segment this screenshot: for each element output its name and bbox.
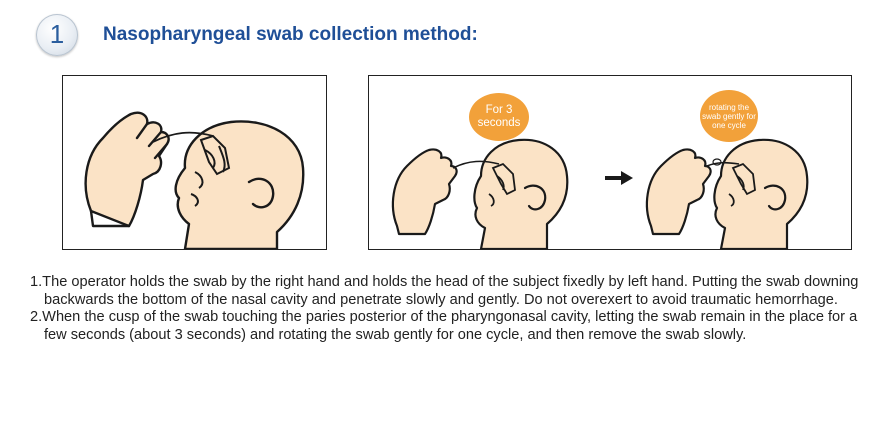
step-number: 1	[49, 19, 65, 49]
instruction-step-1: 1.The operator holds the swab by the rig…	[30, 274, 859, 308]
illustration-panel-insertion	[62, 75, 327, 250]
page-title: Nasopharyngeal swab collection method:	[103, 24, 478, 45]
instruction-step-2: 2.When the cusp of the swab touching the…	[30, 309, 858, 343]
rotation-icon	[712, 158, 722, 166]
instruction-list: 1.The operator holds the swab by the rig…	[30, 274, 866, 344]
duration-bubble: For 3 seconds	[469, 93, 529, 141]
rotation-bubble: rotating the swab gently for one cycle	[700, 90, 758, 142]
swab-rotation-illustration	[391, 138, 809, 249]
step-number-badge: 1	[36, 14, 78, 56]
illustration-panel-rotation: For 3 seconds rotating the swab gently f…	[368, 75, 852, 250]
swab-insertion-illustration	[84, 111, 305, 249]
